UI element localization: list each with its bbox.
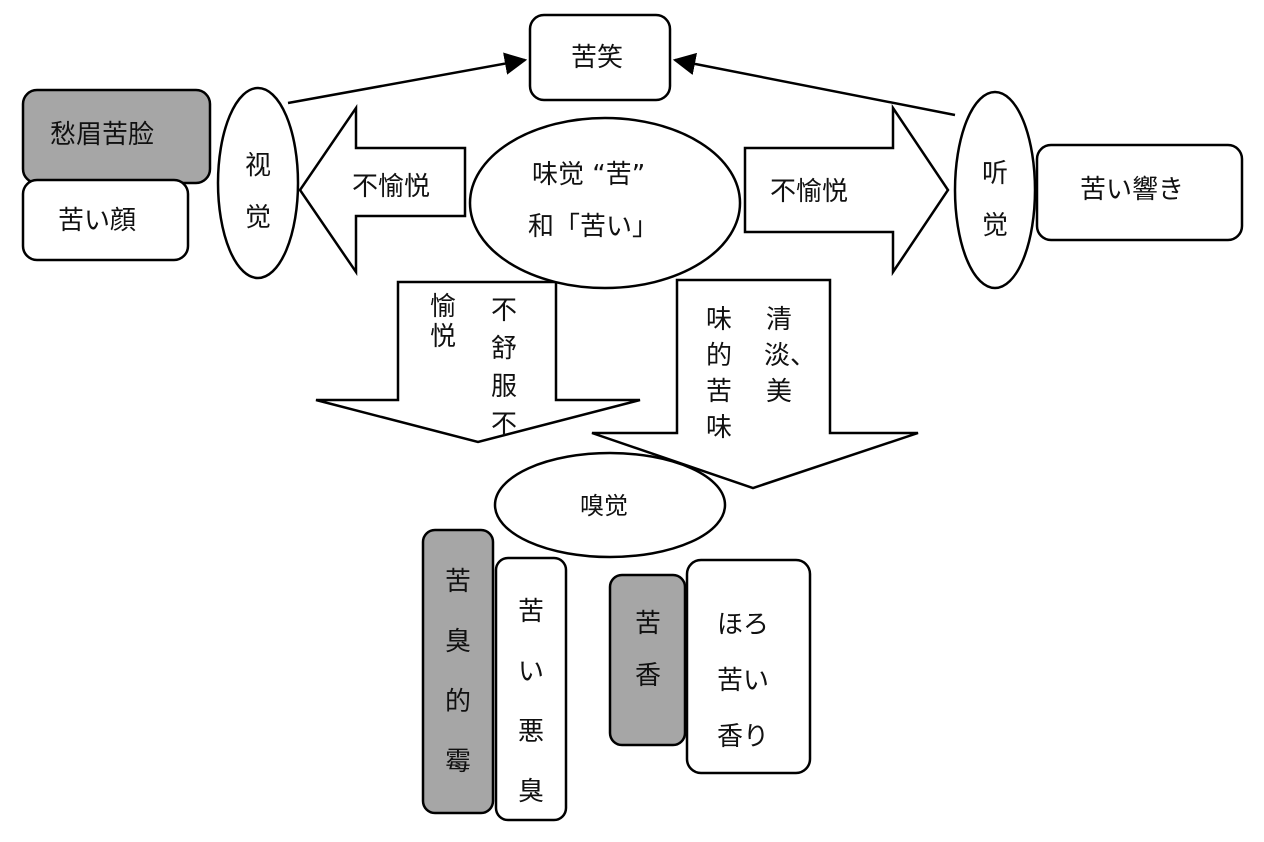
down-left-text-col1: 不舒服不 <box>490 296 517 440</box>
center-line-2: 和「苦い」 <box>528 212 659 242</box>
down-left-text-col2: 愉悦 <box>429 292 456 352</box>
smell-label: 嗅觉 <box>580 492 628 520</box>
musty-odor-label: 苦臭的霉 <box>444 567 471 777</box>
right-unpleasant-arrow <box>743 103 950 277</box>
arrow-hearing-to-bitter-smile <box>672 52 956 117</box>
bitter-smile-box <box>528 13 672 102</box>
white-box-bitter-stench <box>494 556 568 822</box>
slightly-bitter-aroma-label: ほろ 苦い 香り <box>717 610 770 752</box>
vision-ellipse <box>216 86 300 280</box>
down-right-text-col1: 清淡、美 <box>764 305 817 407</box>
frown-label: 愁眉苦脸 <box>50 120 155 150</box>
bitter-smile-label: 苦笑 <box>571 43 624 73</box>
hearing-label: 听觉 <box>981 159 1008 241</box>
down-left-arrow <box>315 280 641 444</box>
bitter-stench-label: 苦い悪臭 <box>517 597 544 807</box>
smell-ellipse <box>493 451 727 559</box>
arrow-vision-to-bitter-smile <box>287 52 528 105</box>
white-box-bitter-face <box>21 178 190 262</box>
grey-box-musty-odor <box>421 528 495 815</box>
left-arrow-label: 不愉悦 <box>352 172 431 202</box>
hearing-ellipse <box>953 90 1037 290</box>
white-box-bitter-sound <box>1035 143 1244 242</box>
right-arrow-label: 不愉悦 <box>770 177 849 207</box>
bitter-sound-label: 苦い響き <box>1080 175 1185 205</box>
white-box-slightly-bitter-aroma <box>685 558 812 775</box>
down-right-text-col2: 味的苦味 <box>705 305 732 443</box>
vision-label: 视觉 <box>244 151 271 233</box>
bitter-face-label: 苦い顔 <box>58 206 137 236</box>
left-unpleasant-arrow <box>298 103 467 277</box>
grey-box-bitter-fragrance <box>608 573 687 747</box>
down-right-arrow <box>591 278 919 490</box>
bitter-fragrance-label: 苦香 <box>634 609 661 691</box>
center-line-1: 味觉 “苦” <box>532 160 646 190</box>
taste-center-ellipse <box>468 116 742 290</box>
